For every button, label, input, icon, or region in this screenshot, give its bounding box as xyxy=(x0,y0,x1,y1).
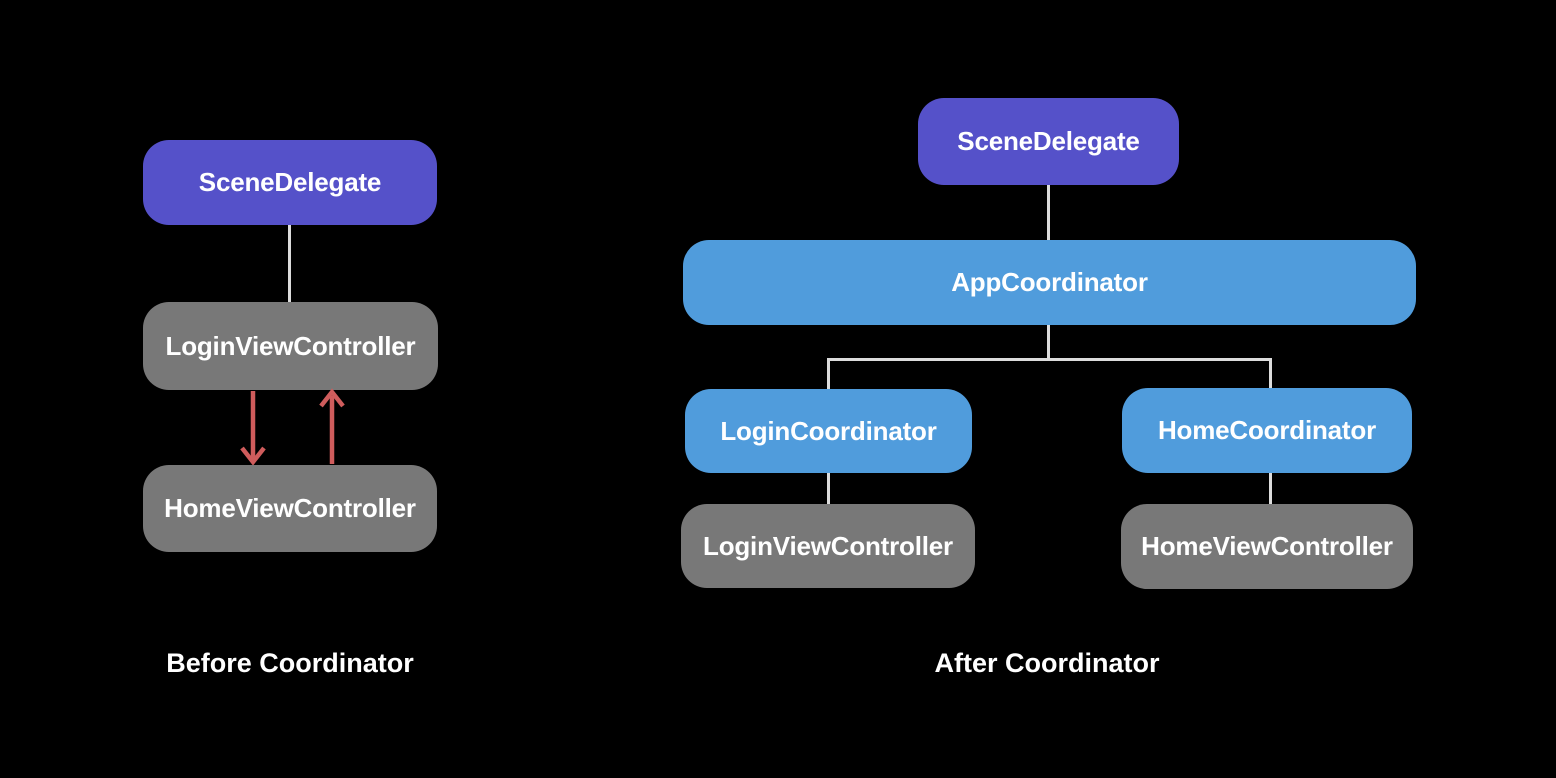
connector-line xyxy=(827,473,830,504)
connector-line xyxy=(1269,473,1272,504)
after-scene-delegate-node: SceneDelegate xyxy=(918,98,1179,185)
before-caption: Before Coordinator xyxy=(166,648,414,678)
connector-line xyxy=(827,358,1272,361)
connector-line xyxy=(1047,325,1050,358)
after-login-view-controller-node: LoginViewController xyxy=(681,504,975,588)
after-login-coordinator-node: LoginCoordinator xyxy=(685,389,972,473)
arrow-down-icon xyxy=(240,391,266,466)
after-home-coordinator-node: HomeCoordinator xyxy=(1122,388,1412,473)
before-login-view-controller-node: LoginViewController xyxy=(143,302,438,390)
after-caption: After Coordinator xyxy=(934,648,1160,678)
arrow-up-icon xyxy=(319,388,345,464)
before-home-view-controller-node: HomeViewController xyxy=(143,465,437,552)
bidirectional-arrows xyxy=(240,388,345,466)
connector-line xyxy=(827,358,830,389)
after-home-view-controller-node: HomeViewController xyxy=(1121,504,1413,589)
connector-line xyxy=(288,225,291,302)
connector-line xyxy=(1269,358,1272,389)
connector-line xyxy=(1047,185,1050,240)
before-scene-delegate-node: SceneDelegate xyxy=(143,140,437,225)
after-app-coordinator-node: AppCoordinator xyxy=(683,240,1416,325)
